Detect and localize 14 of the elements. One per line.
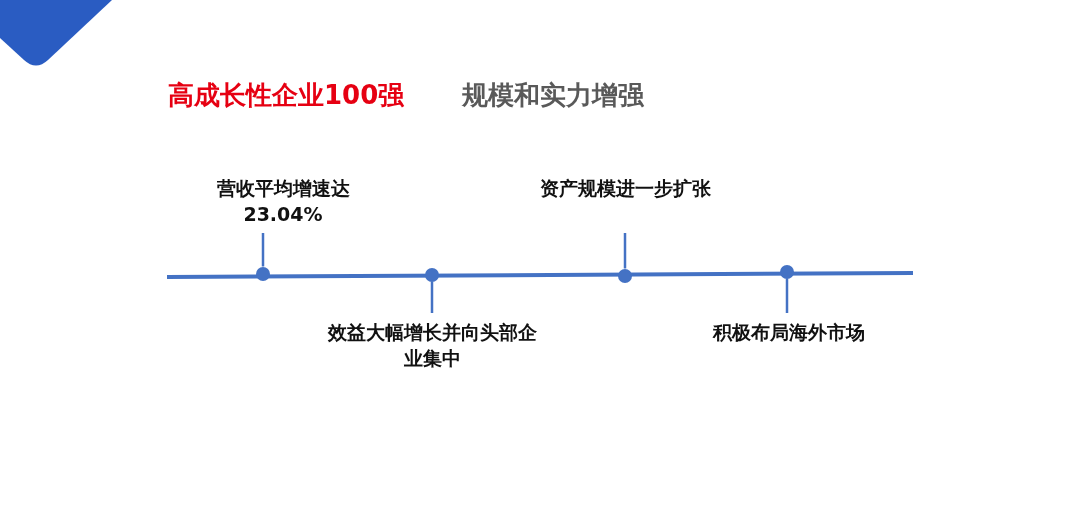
title: 高成长性企业100强 <box>168 79 405 112</box>
milestone-text: 营收平均增速达23.04% <box>183 175 383 227</box>
timeline-dot <box>618 268 632 283</box>
milestone-text: 效益大幅增长并向头部企业集中 <box>322 319 542 371</box>
leader-line <box>261 233 265 267</box>
milestone-text: 积极布局海外市场 <box>709 319 869 345</box>
timeline-dot <box>256 266 270 281</box>
subtitle: 规模和实力增强 <box>462 79 644 112</box>
timeline-dot <box>780 264 794 279</box>
leader-line <box>430 281 434 313</box>
milestone-text: 资产规模进一步扩张 <box>525 175 725 201</box>
timeline-dot <box>425 267 439 282</box>
leader-line <box>623 233 627 269</box>
leader-line <box>785 278 789 313</box>
